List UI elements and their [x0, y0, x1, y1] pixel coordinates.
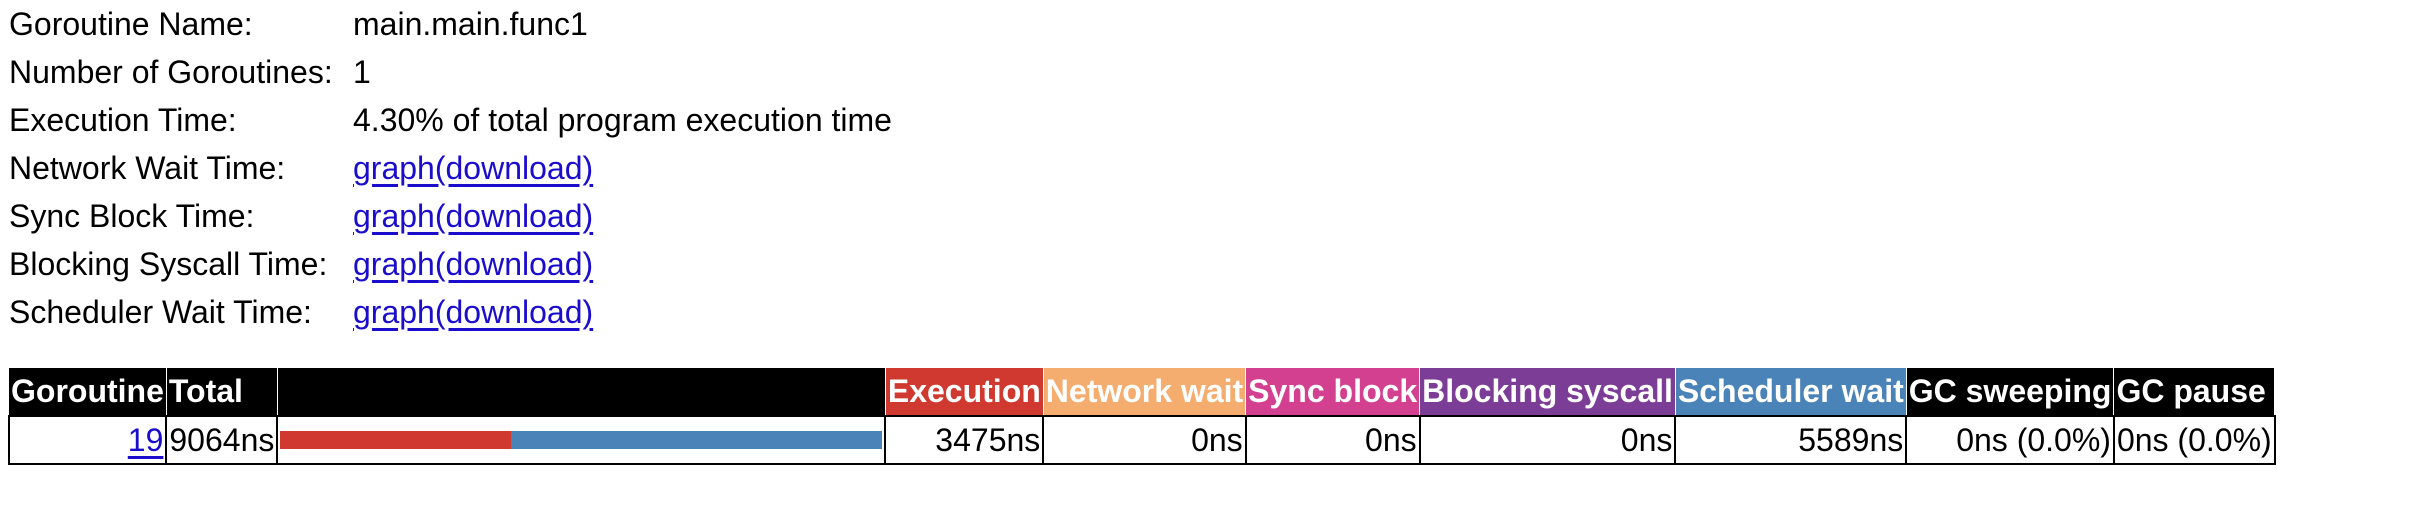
- cell-bar: [276, 415, 887, 465]
- cell-sync-block: 0ns: [1244, 415, 1421, 465]
- network-wait-graph-link[interactable]: graph(download): [353, 150, 594, 186]
- bar-segment-execution: [280, 431, 512, 449]
- goroutine-name-value: main.main.func1: [353, 6, 588, 42]
- info-label: Number of Goroutines:: [9, 54, 333, 90]
- cell-network-wait: 0ns: [1042, 415, 1247, 465]
- header-network-wait[interactable]: Network wait: [1043, 368, 1247, 416]
- info-label: Network Wait Time:: [9, 150, 286, 186]
- header-sync-block[interactable]: Sync block: [1245, 368, 1421, 416]
- info-row-syscall: Blocking Syscall Time: graph(download): [9, 240, 892, 288]
- goroutine-info: Goroutine Name: main.main.func1 Number o…: [9, 0, 892, 336]
- info-row-network: Network Wait Time: graph(download): [9, 144, 892, 192]
- info-label: Sync Block Time:: [9, 198, 255, 234]
- goroutine-id-link[interactable]: 19: [127, 421, 164, 458]
- info-label: Blocking Syscall Time:: [9, 246, 328, 282]
- table-row: 19 9064ns 3475ns 0ns 0ns 0ns 5589ns 0ns …: [7, 415, 2276, 465]
- info-row-execution: Execution Time: 4.30% of total program e…: [9, 96, 892, 144]
- info-label: Execution Time:: [9, 102, 237, 138]
- info-label: Goroutine Name:: [9, 6, 253, 42]
- info-row-scheduler: Scheduler Wait Time: graph(download): [9, 288, 892, 336]
- cell-blocking-syscall: 0ns: [1418, 415, 1677, 465]
- info-row-name: Goroutine Name: main.main.func1: [9, 0, 892, 48]
- header-goroutine[interactable]: Goroutine: [9, 368, 167, 416]
- info-row-sync: Sync Block Time: graph(download): [9, 192, 892, 240]
- cell-gc-sweeping: 0ns (0.0%): [1905, 415, 2115, 465]
- scheduler-wait-graph-link[interactable]: graph(download): [353, 294, 594, 330]
- blocking-syscall-graph-link[interactable]: graph(download): [353, 246, 594, 282]
- cell-gc-pause: 0ns (0.0%): [2112, 415, 2276, 465]
- info-label: Scheduler Wait Time:: [9, 294, 312, 330]
- goroutine-stats-table: Goroutine Total Execution Network wait S…: [7, 368, 2276, 465]
- execution-time-value: 4.30% of total program execution time: [353, 102, 892, 138]
- cell-goroutine: 19: [7, 415, 168, 465]
- table-header-row: Goroutine Total Execution Network wait S…: [9, 368, 2276, 416]
- header-blocking-syscall[interactable]: Blocking syscall: [1419, 368, 1676, 416]
- time-breakdown-bar: [280, 431, 883, 449]
- bar-segment-scheduler-wait: [511, 431, 883, 449]
- info-row-count: Number of Goroutines: 1: [9, 48, 892, 96]
- cell-execution: 3475ns: [884, 415, 1045, 465]
- header-gc-pause[interactable]: GC pause: [2113, 368, 2276, 416]
- header-execution[interactable]: Execution: [885, 368, 1044, 416]
- header-bar: [277, 368, 886, 416]
- header-gc-sweeping[interactable]: GC sweeping: [1906, 368, 2115, 416]
- header-total[interactable]: Total: [166, 368, 278, 416]
- goroutine-count-value: 1: [353, 54, 371, 90]
- cell-scheduler-wait: 5589ns: [1674, 415, 1908, 465]
- sync-block-graph-link[interactable]: graph(download): [353, 198, 594, 234]
- cell-total: 9064ns: [165, 415, 279, 465]
- header-scheduler-wait[interactable]: Scheduler wait: [1675, 368, 1907, 416]
